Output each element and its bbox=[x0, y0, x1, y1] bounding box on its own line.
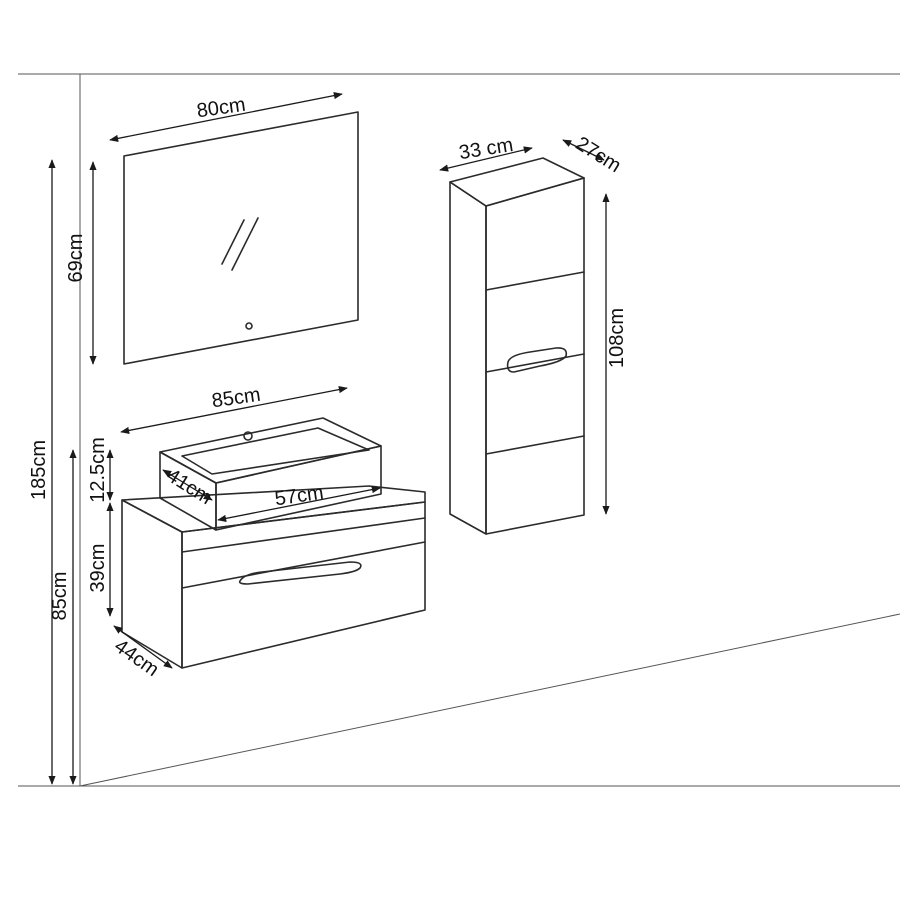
basin bbox=[159, 417, 382, 531]
cabinet-depth-label: 27cm bbox=[572, 133, 625, 178]
cabinet-height-label: 108cm bbox=[606, 308, 628, 368]
cabinet-handle bbox=[506, 347, 568, 373]
cabinet-width-label: 33 cm bbox=[457, 134, 514, 164]
basin-front bbox=[215, 445, 382, 531]
mirror-width-label: 80cm bbox=[195, 94, 246, 123]
vanity-drawer-split bbox=[181, 541, 426, 589]
mirror-glare-line bbox=[231, 217, 259, 271]
vanity-mount-height-label: 85cm bbox=[49, 572, 71, 621]
cabinet-top bbox=[449, 157, 585, 207]
basin-depth-dim bbox=[162, 469, 213, 501]
mirror-glare-line bbox=[221, 219, 245, 265]
cabinet-shelf-line bbox=[485, 271, 585, 291]
basin-width-dim bbox=[217, 486, 381, 522]
mirror-frame bbox=[123, 111, 359, 365]
vanity-depth-dim bbox=[113, 625, 173, 669]
cabinet-shelf-line bbox=[485, 353, 585, 373]
room-outline bbox=[18, 73, 900, 787]
basin-width-label: 57cm bbox=[273, 482, 324, 511]
mirror-width-dim bbox=[109, 92, 343, 142]
wall-base-line bbox=[79, 613, 900, 787]
tall-cabinet bbox=[449, 157, 585, 535]
basin-rim bbox=[159, 417, 382, 484]
mirror bbox=[123, 111, 359, 365]
vanity-countertop-edge bbox=[181, 517, 426, 553]
basin-height-label: 12.5cm bbox=[87, 437, 109, 503]
cabinet-side bbox=[449, 181, 487, 535]
mirror-light-switch-icon bbox=[245, 322, 253, 330]
vanity-front bbox=[181, 501, 426, 669]
cabinet-depth-dim bbox=[562, 139, 605, 161]
mirror-height-label: 69cm bbox=[65, 234, 87, 283]
vanity-width-dim bbox=[120, 385, 348, 435]
dimension-labels: 80cm 69cm 33 cm 27cm 108cm 85cm 57cm 41c… bbox=[28, 94, 628, 681]
vanity-drawer-handle bbox=[238, 561, 362, 585]
cabinet-shelf-line bbox=[485, 435, 585, 455]
cabinet-front bbox=[485, 177, 585, 535]
total-height-label: 185cm bbox=[28, 440, 50, 500]
dimension-lines bbox=[48, 92, 610, 785]
basin-inner-bowl bbox=[181, 427, 370, 475]
vanity-drawer-height-label: 39cm bbox=[87, 544, 109, 593]
vanity-width-label: 85cm bbox=[210, 384, 261, 413]
vanity-unit bbox=[121, 485, 426, 669]
cabinet-width-dim bbox=[439, 146, 533, 172]
